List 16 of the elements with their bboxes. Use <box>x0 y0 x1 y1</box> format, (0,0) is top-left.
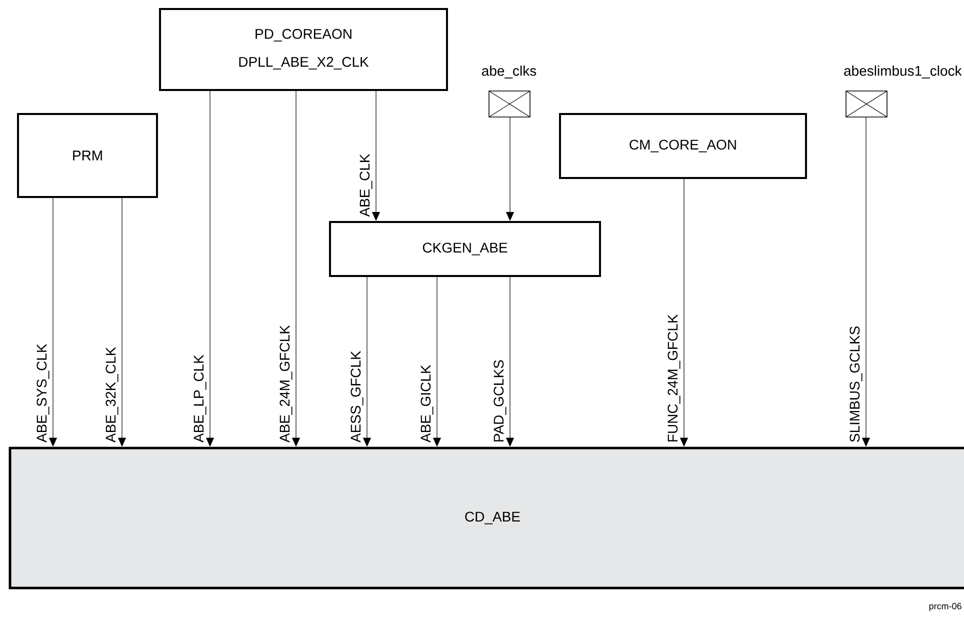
edge-label: ABE_LP_CLK <box>194 354 206 443</box>
edge-label: PAD_GCLKS <box>494 360 506 442</box>
edge-label: AESS_GFCLK <box>350 350 364 443</box>
block-box: PRM <box>17 113 158 198</box>
block-box: PD_COREAON DPLL_ABE_X2_CLK <box>159 8 448 91</box>
edge-label: FUNC_24M_GFCLK <box>668 314 680 442</box>
edge-label: ABE_SYS_CLK <box>36 344 50 443</box>
edge-label: ABE_24M_GFCLK <box>280 325 292 443</box>
block-box: CM_CORE_AON <box>559 113 807 179</box>
edge-label: ABE_32K_CLK <box>106 346 118 443</box>
block-box: CKGEN_ABE <box>329 221 601 277</box>
figure-id: prcm-06 <box>929 602 962 612</box>
edge-label: ABE_CLK <box>360 154 372 217</box>
edge-label: SLIMBUS_GCLKS <box>850 326 862 442</box>
edge-label: ABE_GICLK <box>420 364 434 443</box>
domain-box: CD_ABE <box>8 446 964 590</box>
